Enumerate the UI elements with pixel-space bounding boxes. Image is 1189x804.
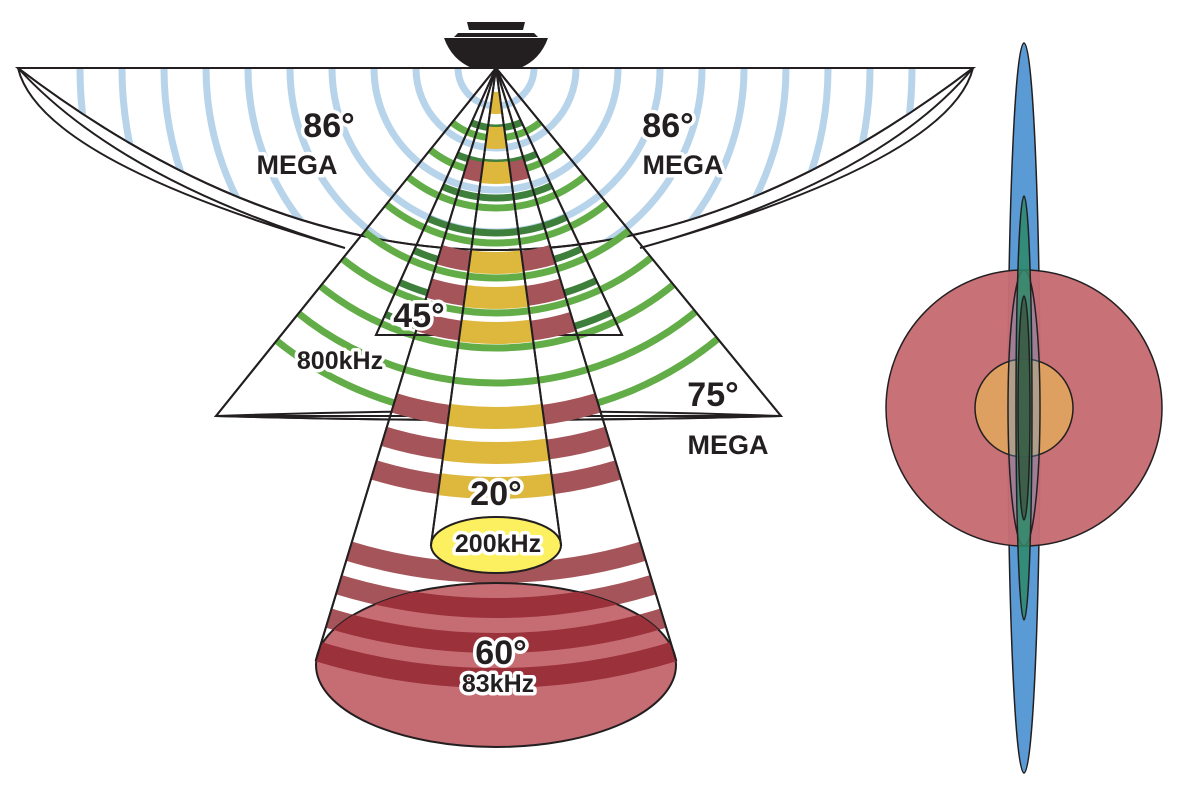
khz83-footprint (315, 582, 677, 748)
mega-side-right-label: MEGA (643, 150, 724, 180)
top-view-800khz-ellipse (1017, 295, 1031, 521)
khz83-frequency: 83kHz (462, 670, 534, 698)
khz200-beam (429, 67, 563, 574)
khz200-frequency: 200kHz (455, 530, 541, 558)
mega-side-left-angle: 86° (303, 107, 354, 145)
mega-side-left-label: MEGA (257, 150, 338, 180)
khz800-frequency: 800kHz (297, 347, 383, 375)
khz800-narrow-angle: 45° (393, 297, 444, 335)
khz200-bands (431, 68, 561, 499)
khz83-angle: 60° (475, 634, 526, 672)
mega-down-label: MEGA (688, 430, 769, 460)
khz83-footprint-bands (316, 583, 676, 688)
khz200-angle: 20° (470, 475, 521, 513)
mega-side-right-angle: 86° (642, 107, 693, 145)
mega-down-angle: 75° (687, 376, 738, 414)
boat-icon (444, 22, 548, 68)
top-view-coverage (885, 42, 1163, 774)
